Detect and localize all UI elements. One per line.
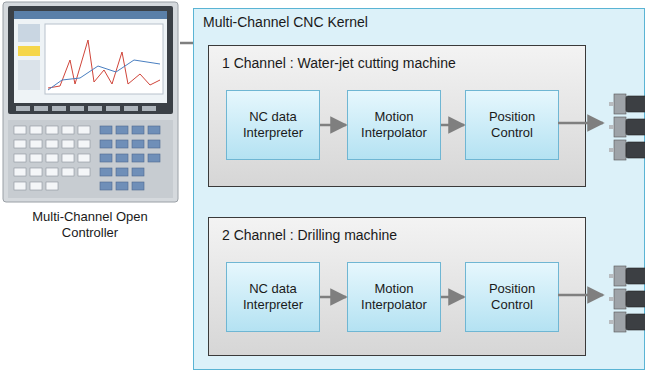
servo-motors xyxy=(609,94,645,332)
output-arrow xyxy=(558,294,603,297)
panel-title: 2 Channel : Drilling machine xyxy=(222,227,585,243)
kernel-panel: Multi-Channel CNC Kernel 1 Channel : Wate… xyxy=(193,8,645,370)
cnc-panel xyxy=(3,2,178,202)
process-box: Position Control xyxy=(465,90,559,160)
link-line xyxy=(180,42,193,45)
flow-arrow xyxy=(441,124,464,127)
channel-box: 1 Channel : Water-jet cutting machine NC … xyxy=(208,45,586,187)
device-label: Multi-Channel Open Controller xyxy=(25,209,155,241)
box-label: Position Control xyxy=(472,281,552,313)
flow-arrow xyxy=(320,296,346,299)
box-label: Motion Interpolator xyxy=(354,281,434,313)
box-label: Position Control xyxy=(472,109,552,141)
process-box: Motion Interpolator xyxy=(347,262,441,332)
flow-arrow xyxy=(441,296,464,299)
panel-title: 1 Channel : Water-jet cutting machine xyxy=(222,55,585,71)
box-label: NC data Interpreter xyxy=(233,281,313,313)
box-label: NC data Interpreter xyxy=(233,109,313,141)
channel-box: 2 Channel : Drilling machine NC data Inte… xyxy=(208,217,586,356)
process-box: NC data Interpreter xyxy=(226,262,320,332)
box-label: Motion Interpolator xyxy=(354,109,434,141)
panel-title: Multi-Channel CNC Kernel xyxy=(203,14,644,30)
output-arrow xyxy=(558,122,603,125)
process-box: NC data Interpreter xyxy=(226,90,320,160)
flow-arrow xyxy=(320,124,346,127)
process-box: Position Control xyxy=(465,262,559,332)
process-box: Motion Interpolator xyxy=(347,90,441,160)
